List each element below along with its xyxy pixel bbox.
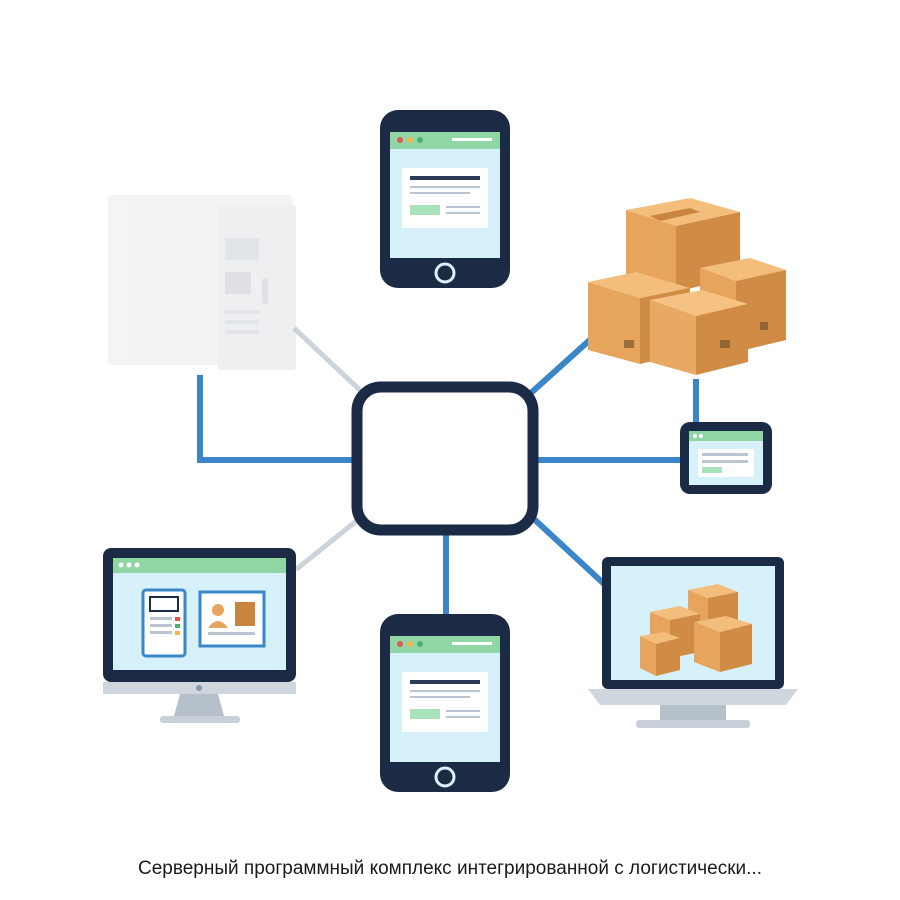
connector-server — [197, 375, 361, 463]
central-hub — [351, 381, 539, 536]
desktop-monitor-icon — [103, 548, 296, 723]
caption-text: Серверный программный комплекс интегриро… — [138, 858, 762, 879]
connector-desktop-faded — [294, 518, 359, 572]
connector-boxes — [527, 333, 597, 397]
stacked-boxes-icon — [588, 198, 786, 375]
server-cabinet-icon — [108, 195, 296, 370]
connector-server-diagonal — [292, 326, 366, 396]
tablet-top-icon — [380, 110, 510, 288]
tablet-bottom-icon — [380, 614, 510, 792]
laptop-icon — [588, 557, 798, 728]
handheld-terminal-icon — [680, 422, 772, 494]
connector-laptop — [530, 515, 607, 587]
connectors — [197, 326, 699, 615]
